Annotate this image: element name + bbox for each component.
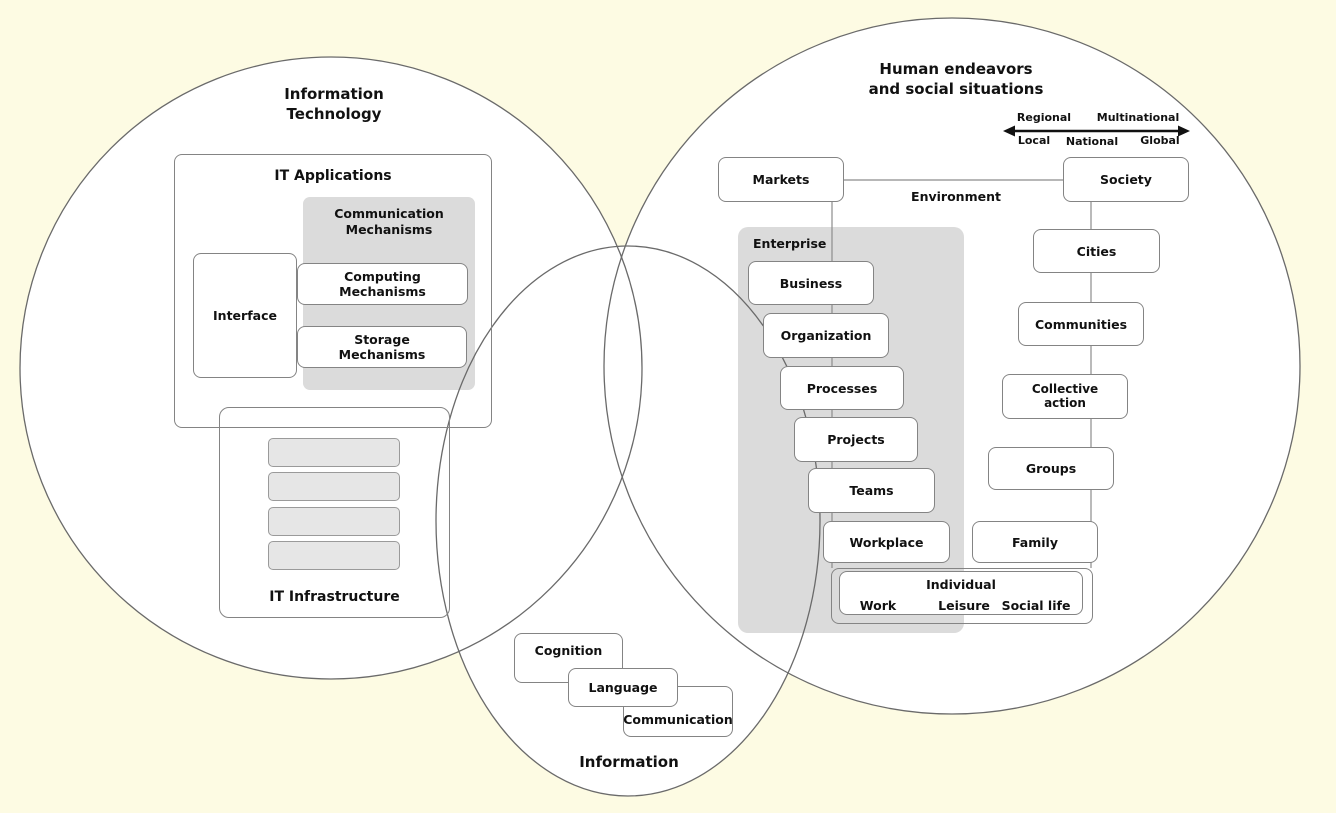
processes-label: Processes <box>806 380 878 396</box>
collective-action-label: Collective action <box>1031 381 1099 410</box>
collective-action-box: Collective action <box>1002 374 1128 419</box>
information-technology-title: Information Technology <box>284 85 384 123</box>
family-label: Family <box>1012 534 1058 550</box>
processes-box: Processes <box>780 366 904 410</box>
computing-mechanisms-label: Computing Mechanisms <box>339 269 426 299</box>
communication-mechanisms-label: Communication Mechanisms <box>334 206 444 237</box>
workplace-label: Workplace <box>849 534 924 550</box>
communities-box: Communities <box>1018 302 1144 346</box>
teams-label: Teams <box>849 483 894 498</box>
infrastructure-bar <box>268 472 400 501</box>
society-label: Society <box>1100 172 1152 187</box>
communities-label: Communities <box>1034 316 1128 332</box>
enterprise-label: Enterprise <box>753 236 827 251</box>
teams-box: Teams <box>808 468 935 513</box>
interface-label: Interface <box>213 308 277 323</box>
scale-global-label: Global <box>1140 134 1180 147</box>
cognition-label: Cognition <box>534 643 603 658</box>
scale-local-label: Local <box>1017 134 1051 147</box>
projects-label: Projects <box>827 432 885 447</box>
storage-mechanisms-box: Storage Mechanisms <box>297 326 467 368</box>
business-label: Business <box>779 275 843 291</box>
environment-label: Environment <box>911 189 1001 204</box>
individual-social-life-label: Social life <box>1001 598 1071 613</box>
society-box: Society <box>1063 157 1189 202</box>
business-box: Business <box>748 261 874 305</box>
computing-mechanisms-box: Computing Mechanisms <box>297 263 468 305</box>
human-endeavors-title: Human endeavors and social situations <box>868 60 1044 98</box>
storage-mechanisms-label: Storage Mechanisms <box>338 332 426 362</box>
individual-leisure-label: Leisure <box>938 598 990 613</box>
it-infrastructure-label: IT Infrastructure <box>269 589 400 605</box>
scale-national-label: National <box>1065 135 1119 148</box>
it-applications-label: IT Applications <box>274 168 392 184</box>
workplace-box: Workplace <box>823 521 950 563</box>
cities-label: Cities <box>1076 243 1117 259</box>
organization-box: Organization <box>763 313 889 358</box>
infrastructure-bar <box>268 438 400 467</box>
communication-label: Communication <box>623 712 733 727</box>
groups-label: Groups <box>1025 461 1077 476</box>
infrastructure-bar <box>268 507 400 536</box>
infrastructure-bar <box>268 541 400 570</box>
markets-box: Markets <box>718 157 844 202</box>
language-label: Language <box>588 680 658 695</box>
markets-label: Markets <box>752 172 810 187</box>
cities-box: Cities <box>1033 229 1160 273</box>
information-ellipse-title: Information <box>579 753 679 771</box>
individual-work-label: Work <box>859 598 897 613</box>
groups-box: Groups <box>988 447 1114 490</box>
scale-multinational-label: Multinational <box>1096 111 1180 124</box>
scale-regional-label: Regional <box>1016 111 1072 124</box>
organization-label: Organization <box>780 328 872 343</box>
family-box: Family <box>972 521 1098 563</box>
interface-box: Interface <box>193 253 297 378</box>
language-box: Language <box>568 668 678 707</box>
individual-label: Individual <box>926 577 996 592</box>
projects-box: Projects <box>794 417 918 462</box>
